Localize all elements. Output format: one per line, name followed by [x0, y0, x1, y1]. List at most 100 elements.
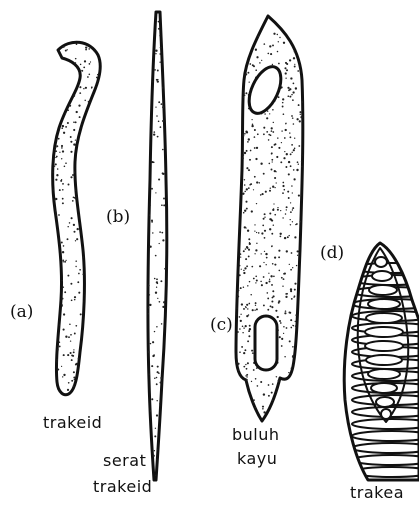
stipple-dot — [165, 94, 167, 96]
stipple-dot — [62, 183, 64, 185]
stipple-dot — [65, 260, 66, 261]
stipple-dot — [59, 189, 61, 191]
stipple-dot — [302, 400, 304, 402]
stipple-dot — [55, 163, 57, 165]
stipple-dot — [295, 321, 296, 322]
stipple-dot — [161, 323, 163, 325]
stipple-dot — [167, 25, 169, 27]
stipple-dot — [237, 295, 239, 297]
stipple-dot — [247, 308, 248, 309]
stipple-dot — [88, 101, 90, 103]
stipple-dot — [70, 340, 71, 341]
stipple-dot — [280, 161, 282, 163]
stipple-dot — [154, 69, 156, 71]
stipple-dot — [61, 145, 63, 147]
stipple-dot — [294, 236, 296, 238]
stipple-dot — [149, 81, 151, 83]
stipple-dot — [269, 420, 271, 422]
stipple-dot — [292, 39, 293, 40]
stipple-dot — [241, 303, 243, 305]
stipple-dot — [95, 274, 96, 275]
stipple-dot — [292, 355, 294, 357]
stipple-dot — [63, 261, 64, 262]
stipple-dot — [271, 153, 273, 155]
stipple-dot — [157, 371, 159, 373]
stipple-dot — [83, 67, 85, 69]
stipple-dot — [300, 284, 302, 286]
stipple-dot — [239, 351, 241, 353]
stipple-dot — [246, 304, 248, 306]
stipple-dot — [54, 302, 55, 303]
stipple-dot — [147, 124, 149, 126]
stipple-dot — [302, 56, 304, 58]
stipple-dot — [79, 86, 81, 88]
stipple-dot — [58, 138, 60, 140]
stipple-dot — [90, 293, 92, 295]
stipple-dot — [276, 396, 278, 398]
stipple-dot — [263, 393, 265, 395]
stipple-dot — [235, 102, 236, 103]
stipple-dot — [274, 177, 276, 179]
stipple-dot — [89, 309, 91, 311]
stipple-dot — [238, 43, 240, 45]
stipple-dot — [100, 103, 101, 104]
stipple-dot — [292, 221, 293, 222]
stipple-dot — [69, 105, 71, 107]
stipple-dot — [63, 287, 64, 288]
stipple-dot — [296, 169, 298, 171]
stipple-dot — [164, 268, 166, 270]
stipple-dot — [63, 329, 65, 331]
stipple-dot — [246, 73, 247, 74]
stipple-dot — [167, 152, 169, 154]
stipple-dot — [292, 99, 294, 101]
stipple-dot — [266, 257, 268, 259]
stipple-dot — [97, 99, 98, 100]
stipple-dot — [279, 405, 281, 407]
stipple-dot — [54, 199, 56, 201]
stipple-dot — [239, 419, 241, 421]
stipple-dot — [295, 409, 297, 411]
stipple-dot — [73, 231, 75, 233]
stipple-dot — [54, 64, 55, 65]
stipple-dot — [97, 229, 99, 231]
stipple-dot — [284, 67, 286, 69]
stipple-dot — [244, 179, 245, 180]
stipple-dot — [302, 402, 303, 403]
stipple-dot — [247, 285, 248, 286]
stipple-dot — [243, 212, 245, 214]
stipple-dot — [300, 382, 302, 384]
stipple-dot — [65, 113, 66, 114]
stipple-dot — [269, 113, 270, 114]
stipple-dot — [50, 310, 52, 312]
stipple-dot — [245, 92, 247, 94]
stipple-dot — [237, 376, 239, 378]
stipple-dot — [84, 215, 85, 216]
tracheid-cell — [49, 39, 103, 395]
stipple-dot — [272, 383, 274, 385]
stipple-dot — [235, 183, 236, 184]
stipple-dot — [50, 337, 52, 339]
stipple-dot — [100, 345, 101, 346]
stipple-dot — [156, 326, 158, 328]
stipple-dot — [262, 408, 264, 410]
stipple-dot — [154, 435, 156, 437]
stipple-dot — [239, 380, 240, 381]
stipple-dot — [265, 191, 267, 193]
stipple-dot — [84, 167, 86, 169]
stipple-dot — [54, 98, 56, 100]
stipple-dot — [268, 134, 270, 136]
stipple-dot — [146, 163, 148, 165]
stipple-dot — [147, 461, 149, 463]
stipple-dot — [278, 250, 280, 252]
stipple-dot — [154, 450, 155, 451]
caption-kayu: kayu — [237, 449, 277, 468]
stipple-dot — [256, 279, 258, 281]
trachea-cell — [344, 243, 419, 480]
stipple-dot — [246, 379, 248, 381]
stipple-dot — [302, 19, 304, 21]
stipple-dot — [271, 284, 273, 286]
stipple-dot — [161, 232, 163, 234]
stipple-dot — [291, 94, 293, 96]
stipple-dot — [243, 193, 245, 195]
stipple-dot — [148, 27, 150, 29]
